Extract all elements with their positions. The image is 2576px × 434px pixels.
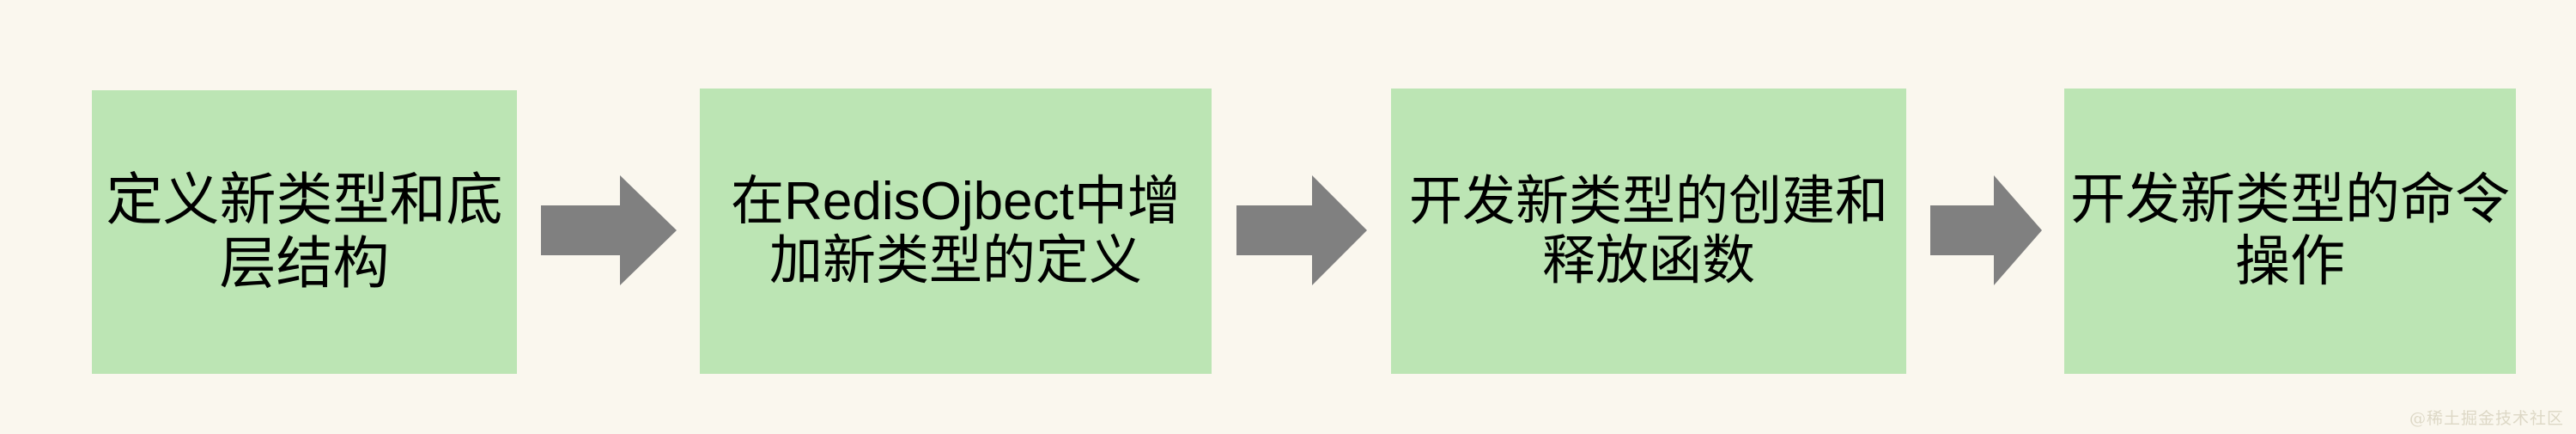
arrow-right-icon	[1236, 175, 1367, 285]
arrow-right-icon	[541, 175, 677, 285]
watermark: @稀土掘金技术社区	[2409, 409, 2564, 428]
process-step-label-4: 开发新类型的命令操作	[2070, 168, 2510, 292]
process-step-box-4[interactable]: 开发新类型的命令操作	[2064, 89, 2516, 374]
process-step-box-1[interactable]: 定义新类型和底层结构	[92, 90, 517, 374]
process-step-label-3: 开发新类型的创建和释放函数	[1408, 171, 1888, 290]
process-step-box-3[interactable]: 开发新类型的创建和释放函数	[1391, 89, 1906, 374]
process-step-label-2: 在RedisOjbect中增加新类型的定义	[731, 171, 1181, 290]
arrow-right-icon	[1930, 175, 2042, 285]
process-step-label-1: 定义新类型和底层结构	[106, 168, 503, 295]
process-step-box-2[interactable]: 在RedisOjbect中增加新类型的定义	[700, 89, 1212, 374]
